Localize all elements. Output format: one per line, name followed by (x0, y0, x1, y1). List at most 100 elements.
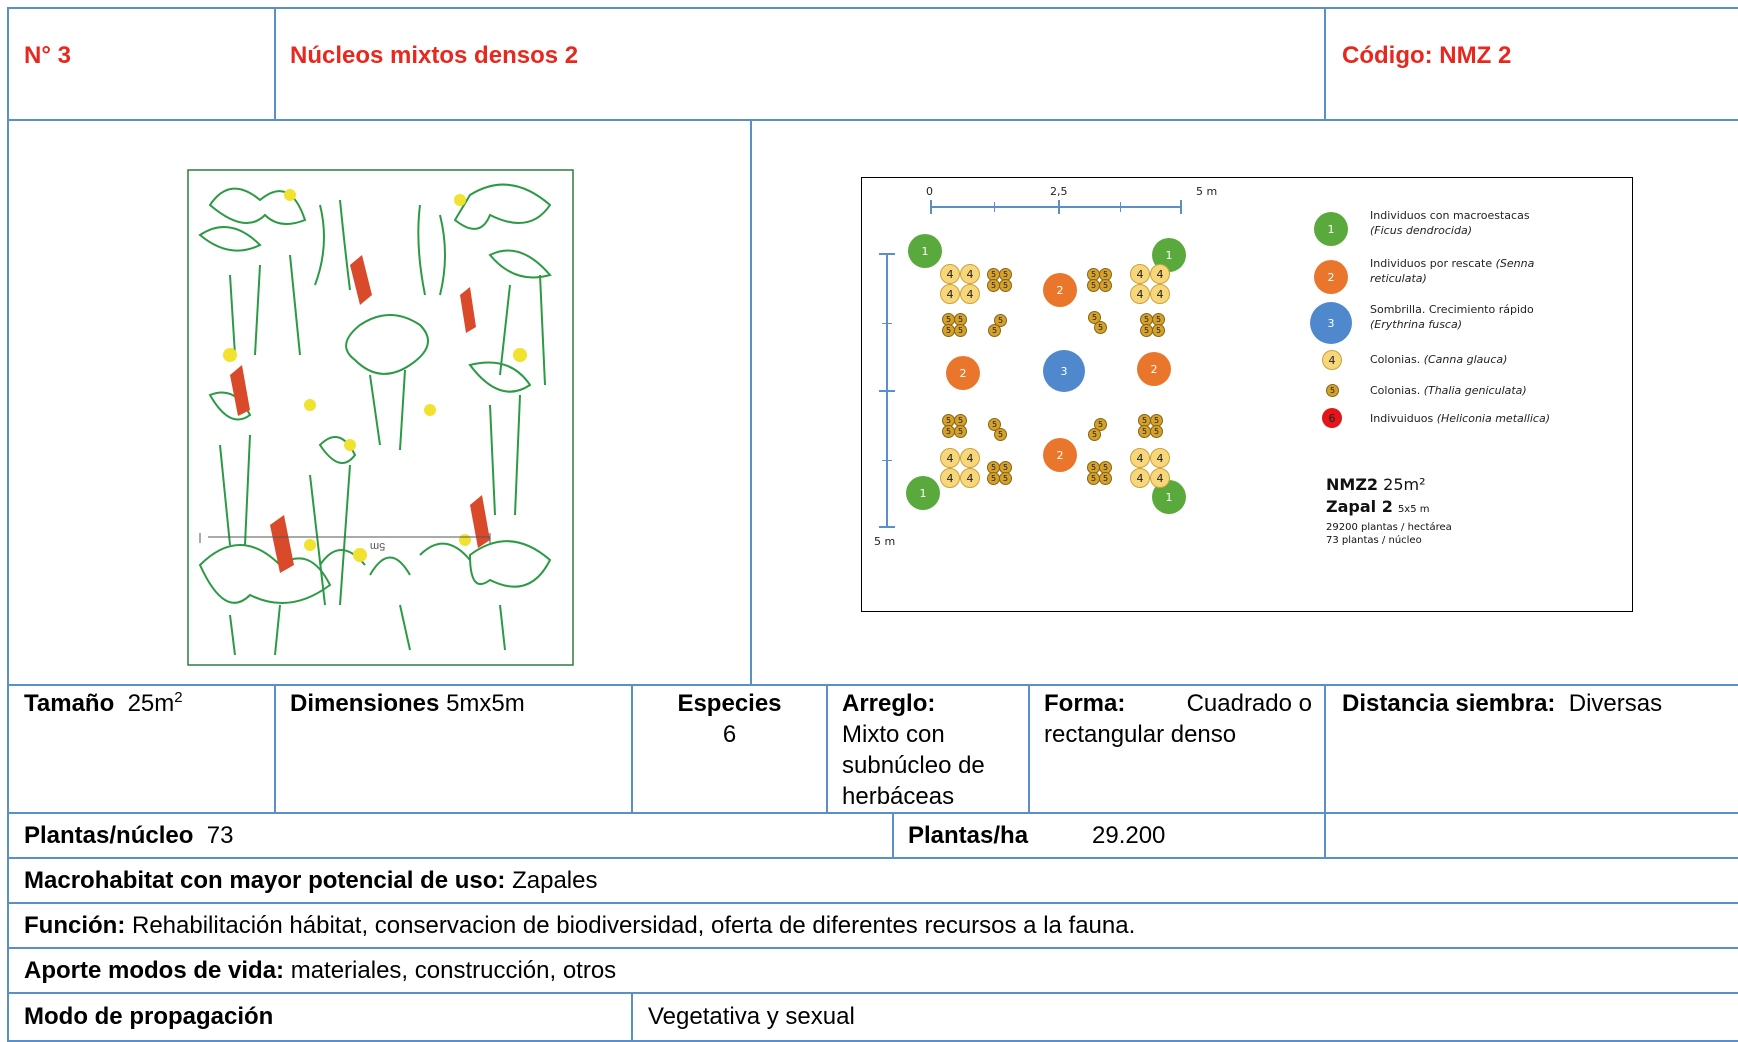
thalia-marker: 5 (1088, 428, 1101, 441)
canna-marker: 4 (1150, 448, 1170, 468)
thalia-marker: 5 (1152, 324, 1165, 337)
table-border (1324, 684, 1326, 857)
planting-plan: 0 2,5 5 m 5 m 1 1 1 1 2 2 2 2 3 4 4 4 4 … (861, 177, 1633, 612)
legend-heliconia-icon: 6 (1322, 408, 1342, 428)
sheet-number: N° 3 (24, 42, 71, 69)
side-scale-tick (882, 323, 892, 324)
table-border (7, 7, 9, 1042)
thalia-marker: 5 (1094, 321, 1107, 334)
canna-marker: 4 (1130, 284, 1150, 304)
table-border (7, 992, 1738, 994)
table-border (7, 902, 1738, 904)
table-border (7, 684, 1738, 686)
side-scale-tick (879, 390, 895, 392)
sheet-title: Núcleos mixtos densos 2 (290, 42, 579, 69)
legend-ficus-icon: 1 (1314, 212, 1348, 246)
shape-cell: Forma:Cuadrado o rectangular denso (1044, 690, 1312, 748)
table-border (274, 7, 276, 120)
table-border (7, 857, 1738, 859)
top-scale-label-end: 5 m (1196, 185, 1218, 198)
plants-per-ha-value: 29.200 (1092, 822, 1166, 849)
canna-marker: 4 (1150, 264, 1170, 284)
table-border (750, 119, 752, 685)
table-border (7, 947, 1738, 949)
legend-senna-icon: 2 (1314, 260, 1348, 294)
legend-heliconia-text: Indivuiduos (Heliconia metallica) (1370, 412, 1550, 425)
thalia-marker: 5 (1094, 418, 1107, 431)
thalia-marker: 5 (999, 279, 1012, 292)
size-cell: Tamaño 25m2 (24, 689, 183, 717)
propagation-label: Modo de propagación (24, 1003, 274, 1030)
nucleus-drawing: 5m (170, 145, 590, 670)
canna-marker: 4 (960, 468, 980, 488)
table-border (7, 812, 1738, 814)
top-scale-label-0: 0 (926, 185, 933, 198)
senna-marker: 2 (946, 356, 980, 390)
propagation-value: Vegetativa y sexual (648, 1003, 855, 1030)
senna-marker: 2 (1137, 352, 1171, 386)
thalia-marker: 5 (999, 472, 1012, 485)
thalia-marker: 5 (954, 324, 967, 337)
canna-marker: 4 (940, 264, 960, 284)
top-scale-label-mid: 2,5 (1050, 185, 1068, 198)
table-border (892, 812, 894, 858)
senna-marker: 2 (1043, 273, 1077, 307)
legend-ficus-text: Individuos con macroestacas(Ficus dendro… (1370, 209, 1530, 237)
thalia-marker: 5 (954, 425, 967, 438)
thalia-marker: 5 (1150, 425, 1163, 438)
table-border (274, 684, 276, 813)
table-border (1324, 7, 1326, 120)
legend-thalia-text: Colonias. (Thalia geniculata) (1370, 384, 1527, 397)
table-border (7, 119, 1738, 121)
top-scale-tick (1120, 202, 1121, 212)
canna-marker: 4 (940, 468, 960, 488)
erythrina-marker: 3 (1043, 350, 1085, 392)
thalia-marker: 5 (999, 461, 1012, 474)
legend-canna-icon: 4 (1322, 350, 1342, 370)
canna-marker: 4 (960, 284, 980, 304)
top-scale-tick (1180, 200, 1182, 214)
thalia-marker: 5 (1099, 472, 1112, 485)
side-scale-tick (882, 460, 892, 461)
canna-marker: 4 (1130, 264, 1150, 284)
thalia-marker: 5 (1140, 324, 1153, 337)
table-border (631, 684, 633, 813)
table-border (7, 7, 1738, 9)
sheet-code: Código: NMZ 2 (1342, 42, 1512, 69)
legend-thalia-icon: 5 (1326, 384, 1339, 397)
canna-marker: 4 (960, 448, 980, 468)
plan-info: NMZ2 25m² Zapal 2 5x5 m 29200 plantas / … (1326, 475, 1452, 546)
senna-marker: 2 (1043, 438, 1077, 472)
side-scale-tick (879, 526, 895, 528)
ficus-marker: 1 (906, 476, 940, 510)
drawing-scale-label: 5m (370, 540, 386, 552)
function-row: Función: Rehabilitación hábitat, conserv… (24, 912, 1136, 939)
thalia-marker: 5 (988, 324, 1001, 337)
plants-per-nucleus: Plantas/núcleo 73 (24, 822, 234, 849)
canna-marker: 4 (1130, 448, 1150, 468)
canna-marker: 4 (1130, 468, 1150, 488)
side-scale-label: 5 m (874, 535, 896, 548)
canna-marker: 4 (960, 264, 980, 284)
livelihood-row: Aporte modos de vida: materiales, constr… (24, 957, 617, 984)
legend-erythrina-icon: 3 (1310, 302, 1352, 344)
top-scale-line (930, 206, 1182, 208)
top-scale-tick (930, 200, 932, 214)
top-scale-tick (1058, 200, 1060, 214)
plants-per-ha-label: Plantas/ha (908, 822, 1029, 849)
canna-marker: 4 (1150, 468, 1170, 488)
canna-marker: 4 (940, 448, 960, 468)
table-border (7, 1040, 1738, 1042)
side-scale-tick (879, 253, 895, 255)
thalia-marker: 5 (994, 428, 1007, 441)
dimensions-cell: Dimensiones 5mx5m (290, 690, 525, 717)
ficus-marker: 1 (908, 234, 942, 268)
legend-erythrina-text: Sombrilla. Crecimiento rápido(Erythrina … (1370, 303, 1534, 331)
legend-canna-text: Colonias. (Canna glauca) (1370, 353, 1508, 366)
thalia-marker: 5 (1150, 414, 1163, 427)
thalia-marker: 5 (1099, 279, 1112, 292)
planting-distance-cell: Distancia siembra: Diversas (1342, 690, 1663, 717)
